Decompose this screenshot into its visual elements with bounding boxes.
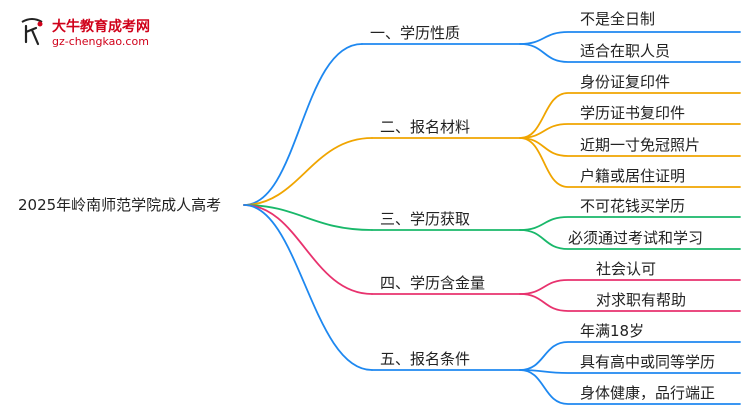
brand-url: gz-chengkao.com bbox=[52, 35, 149, 48]
leaf-label: 不可花钱买学历 bbox=[580, 197, 686, 215]
brand-name: 大牛教育成考网 bbox=[52, 19, 150, 35]
branch-label: 一、学历性质 bbox=[370, 24, 461, 42]
leaf-label: 户籍或居住证明 bbox=[580, 167, 686, 185]
leaf-label: 社会认可 bbox=[596, 260, 657, 278]
leaf-label: 身份证复印件 bbox=[580, 73, 671, 91]
leaf-connector bbox=[519, 31, 741, 45]
branch-label: 三、学历获取 bbox=[380, 210, 471, 228]
brand-logo: 大牛教育成考网 gz-chengkao.com bbox=[12, 14, 182, 54]
leaf-label: 年满18岁 bbox=[580, 322, 645, 340]
branch-connector bbox=[243, 204, 373, 295]
leaf-connector bbox=[519, 229, 741, 250]
leaf-connector bbox=[519, 123, 741, 139]
leaf-label: 近期一寸免冠照片 bbox=[580, 136, 701, 154]
ox-logo-icon bbox=[21, 18, 43, 46]
leaf-connector bbox=[519, 137, 741, 188]
leaf-label: 必须通过考试和学习 bbox=[568, 229, 704, 247]
leaf-connector bbox=[519, 92, 741, 139]
leaf-connector bbox=[519, 43, 741, 63]
leaf-label: 不是全日制 bbox=[580, 10, 656, 28]
leaf-connector bbox=[519, 279, 741, 295]
branch-connector bbox=[243, 204, 373, 371]
leaf-label: 适合在职人员 bbox=[580, 42, 671, 60]
branch-label: 二、报名材料 bbox=[380, 118, 471, 136]
leaf-connector bbox=[519, 293, 741, 312]
leaf-label: 学历证书复印件 bbox=[580, 104, 686, 122]
branch-connector bbox=[243, 137, 373, 206]
branch-connector bbox=[243, 204, 373, 231]
root-topic: 2025年岭南师范学院成人高考 bbox=[18, 196, 222, 214]
branch-connector bbox=[243, 43, 363, 206]
branch-label: 五、报名条件 bbox=[380, 350, 471, 368]
branch-label: 四、学历含金量 bbox=[380, 274, 486, 292]
leaf-connector bbox=[519, 341, 741, 371]
leaf-connector bbox=[519, 137, 741, 157]
leaf-label: 身体健康，品行端正 bbox=[580, 384, 716, 402]
leaf-label: 对求职有帮助 bbox=[596, 291, 687, 309]
leaf-connector bbox=[519, 369, 741, 405]
leaf-label: 具有高中或同等学历 bbox=[580, 353, 716, 371]
leaf-connector bbox=[519, 216, 741, 231]
